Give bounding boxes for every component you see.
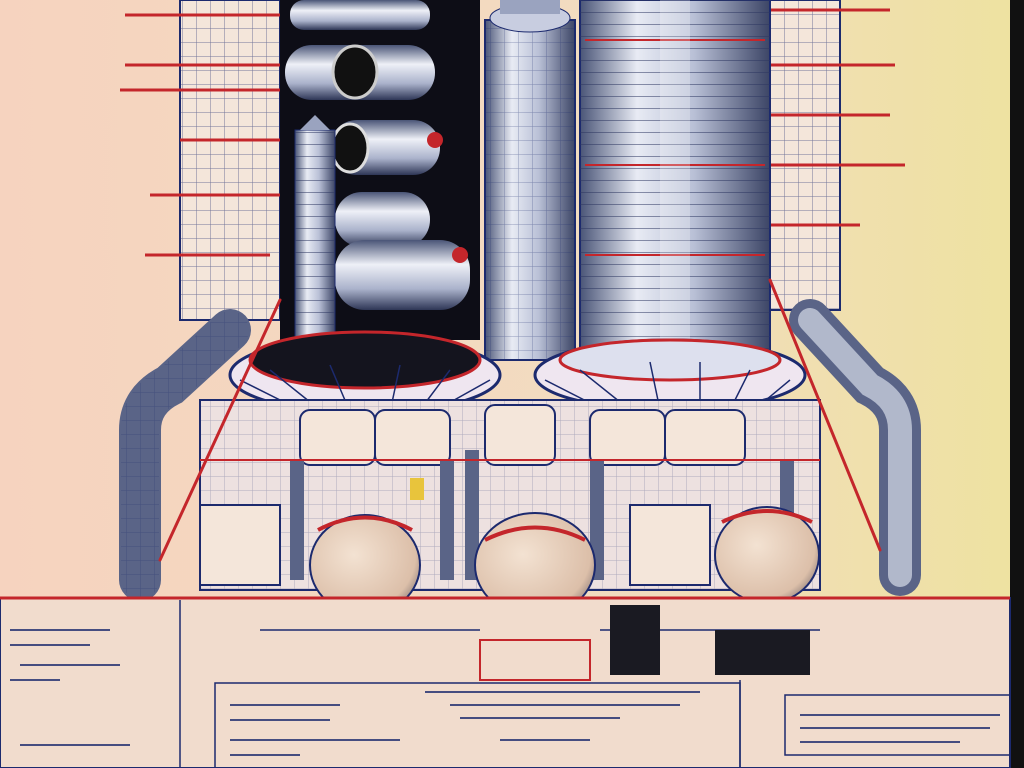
main-tank [579,0,771,361]
right-scaffold [760,0,905,311]
right-edge-shadow [1010,0,1024,768]
platforms [228,330,807,415]
left-scaffold [120,0,300,321]
central-tower [484,0,576,361]
side-pipes [119,278,921,601]
spherical-tanks [309,506,820,618]
title-block [0,596,1011,768]
horizontal-tanks [285,0,470,310]
